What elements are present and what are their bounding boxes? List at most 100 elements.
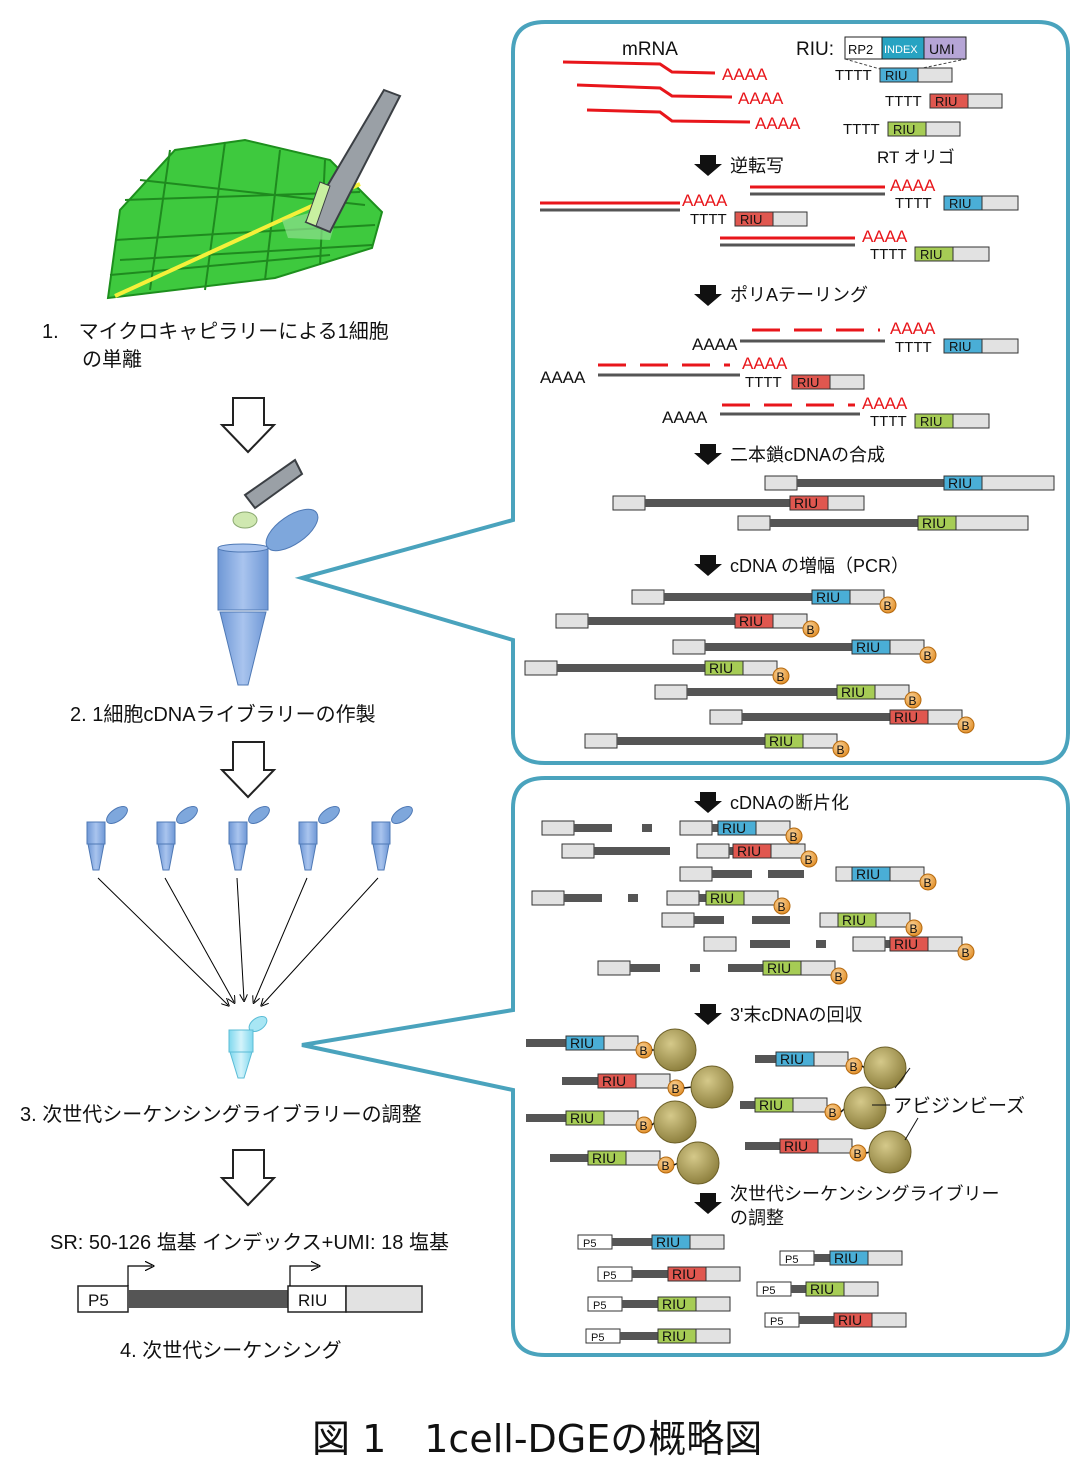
fragment xyxy=(752,916,790,924)
down-arrow-rt xyxy=(694,155,722,176)
rt-polyA-2: AAAA xyxy=(890,176,936,195)
tail-polyT-2: TTTT xyxy=(745,374,782,391)
adapter-box xyxy=(875,912,911,928)
riu-o3: RIU xyxy=(893,122,915,137)
primer-box xyxy=(696,843,730,859)
panel2-callout xyxy=(301,776,1070,1357)
down-arrow-pcr xyxy=(694,555,722,576)
riu-label: RIU xyxy=(739,613,763,629)
rt-polyA-3: AAAA xyxy=(862,227,908,246)
step-tailing-label: ポリAテーリング xyxy=(730,285,868,305)
small-tube xyxy=(298,806,340,871)
adapter-box xyxy=(927,936,963,952)
cdna-line xyxy=(664,593,812,601)
biotin-label: B xyxy=(640,1119,648,1133)
primer-box xyxy=(555,613,589,629)
cdna-line xyxy=(645,499,790,507)
p5-label: P5 xyxy=(583,1238,596,1250)
biotin-label: B xyxy=(854,1147,862,1161)
riu-label: RIU xyxy=(856,639,880,655)
primer-box xyxy=(541,820,575,836)
riu-label: RIU xyxy=(894,936,918,952)
tube-body xyxy=(298,821,318,845)
sequencing-schematic: P5 RIU xyxy=(77,1266,423,1313)
small-tubes xyxy=(86,806,413,871)
tube-tip xyxy=(299,843,317,871)
biotin-label: B xyxy=(672,1082,680,1096)
down-arrow-ds xyxy=(694,444,722,465)
adapter-box xyxy=(802,733,838,749)
cdna-line xyxy=(557,664,705,672)
small-tube xyxy=(86,806,128,871)
cdna-line xyxy=(526,1039,566,1047)
figure-caption: 図 1 1cell-DGEの概略図 xyxy=(312,1417,762,1461)
riu-label: RIU xyxy=(570,1035,594,1051)
fragment xyxy=(816,940,826,948)
adapter-box xyxy=(813,1051,849,1067)
step3-label: 3. 次世代シーケンシングライブラリーの調整 xyxy=(20,1102,422,1126)
biotin-label: B xyxy=(909,694,917,708)
primer-box xyxy=(612,495,646,511)
riu-label: RIU xyxy=(784,1138,808,1154)
adapter-box xyxy=(981,475,1055,491)
cdna-line xyxy=(617,737,765,745)
rt-riu-1: RIU xyxy=(740,212,762,227)
biotin-label: B xyxy=(835,970,843,984)
adapter-box xyxy=(871,1312,907,1328)
cdna-line xyxy=(588,617,735,625)
tube-tip xyxy=(229,843,247,871)
biotin-label: B xyxy=(962,719,970,733)
tube-body xyxy=(371,821,391,845)
fragment xyxy=(564,894,602,902)
riu-label: RIU xyxy=(794,495,818,511)
p5-label: P5 xyxy=(593,1300,606,1312)
primer-box xyxy=(764,475,798,491)
tail-polyA-c: AAAA xyxy=(540,368,586,387)
biotin-label: B xyxy=(924,876,932,890)
riu-label: RIU xyxy=(841,684,865,700)
tube-lid xyxy=(391,806,413,824)
primer-box xyxy=(709,709,743,725)
riu-label: RIU xyxy=(672,1266,696,1282)
fragment xyxy=(594,847,670,855)
adapter-box xyxy=(625,1150,661,1166)
riu-label: RIU xyxy=(662,1328,686,1344)
step-ds-label: 二本鎖cDNAの合成 xyxy=(730,445,885,465)
rt-oligo-label: RT オリゴ xyxy=(877,147,955,167)
adapter-box xyxy=(817,1138,853,1154)
riu-label: RIU xyxy=(570,1110,594,1126)
tube-tip xyxy=(87,843,105,871)
step-pcr-label: cDNA の増幅（PCR） xyxy=(730,556,909,576)
biotin-label: B xyxy=(777,670,785,684)
pooled-tube xyxy=(228,1015,268,1079)
biotin-label: B xyxy=(829,1106,837,1120)
adapter-box xyxy=(843,1281,879,1297)
seq-riu-label: RIU xyxy=(298,1291,327,1310)
primer-box xyxy=(524,660,558,676)
riu-label: RIU xyxy=(834,1250,858,1266)
adapter-box xyxy=(800,960,836,976)
polyT-o2: TTTT xyxy=(885,93,922,110)
riu-label: RIU xyxy=(737,843,761,859)
riu-o2: RIU xyxy=(935,94,957,109)
primer-box xyxy=(703,936,737,952)
biotin-label: B xyxy=(837,743,845,757)
primer-box xyxy=(672,639,706,655)
riu-label: RIU xyxy=(948,475,972,491)
fragment xyxy=(574,824,612,832)
polyA-3: AAAA xyxy=(755,114,801,133)
adapter-box xyxy=(743,890,779,906)
adapter-box xyxy=(867,1250,903,1266)
tail-polyA-f: AAAA xyxy=(862,394,908,413)
riu-label: RIU xyxy=(662,1296,686,1312)
polyA-2: AAAA xyxy=(738,89,784,108)
fragment xyxy=(628,894,638,902)
cdna-line xyxy=(729,847,733,855)
avidin-bead xyxy=(843,1086,887,1130)
riu-label: RIU xyxy=(894,709,918,725)
panel1-callout xyxy=(294,20,1070,765)
avidin-bead xyxy=(653,1028,697,1072)
tube-body xyxy=(86,821,106,845)
polyA-1: AAAA xyxy=(722,65,768,84)
